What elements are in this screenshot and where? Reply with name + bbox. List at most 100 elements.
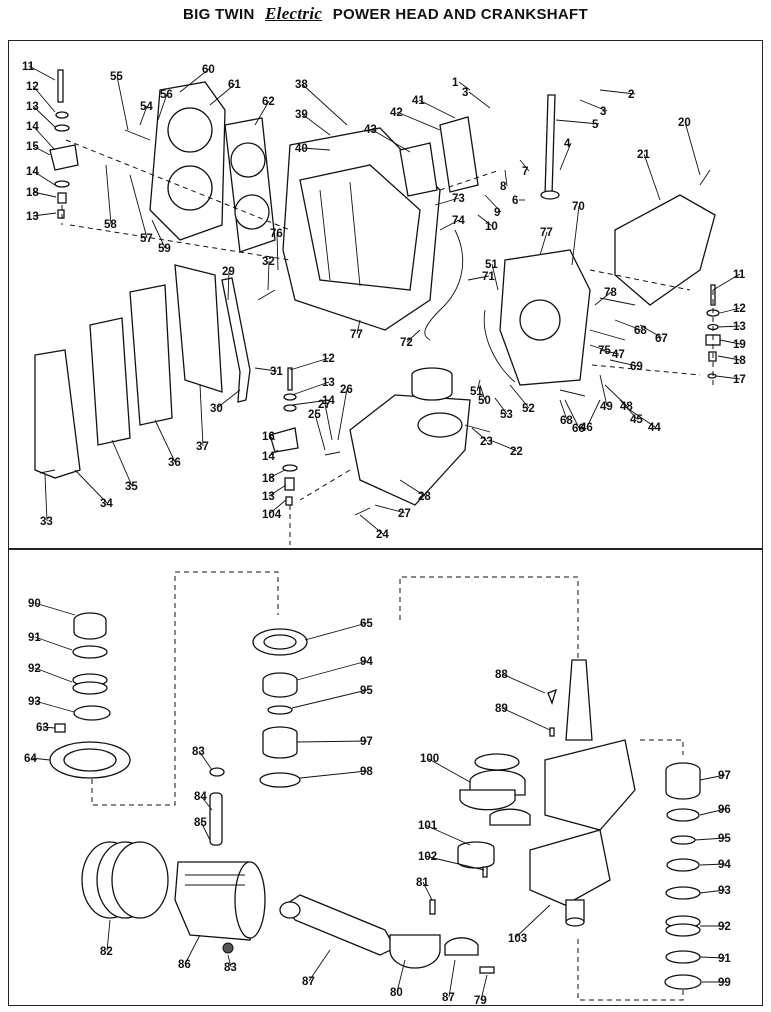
leader-line [209, 83, 236, 106]
callout-top-10: 10 [485, 221, 498, 233]
callout-top-14: 14 [26, 121, 39, 133]
leader-line [184, 934, 201, 965]
leader-line [609, 359, 638, 367]
leader-line [34, 636, 73, 651]
title-prefix: BIG TWIN [183, 6, 255, 23]
callout-bottom-102: 102 [418, 851, 437, 863]
callout-top-32: 32 [262, 256, 275, 268]
callout-top-19: 19 [733, 339, 746, 351]
leader-line [399, 479, 426, 497]
callout-top-18: 18 [733, 355, 746, 367]
leader-line [715, 375, 741, 380]
leader-line [314, 413, 326, 451]
callout-top-43: 43 [364, 124, 377, 136]
assembly-lines-top [61, 139, 714, 545]
callout-top-46: 46 [580, 422, 593, 434]
leader-line [396, 959, 406, 993]
leader-line [589, 344, 606, 351]
callout-bottom-103: 103 [508, 933, 527, 945]
leader-line [276, 232, 279, 271]
callout-top-12: 12 [322, 353, 335, 365]
leader-line [643, 153, 661, 201]
callout-top-13: 13 [262, 491, 275, 503]
leader-line [468, 91, 491, 109]
exhaust-gasket-37 [174, 264, 223, 393]
leader-line [555, 119, 600, 125]
crankshaft-panel [8, 548, 763, 1006]
leader-line [216, 389, 241, 409]
callout-top-49: 49 [600, 401, 613, 413]
leader-line [34, 602, 76, 616]
callout-top-28: 28 [418, 491, 431, 503]
callout-top-13: 13 [26, 101, 39, 113]
callout-top-29: 29 [222, 266, 235, 278]
leader-line [34, 667, 73, 683]
dashed-route-bottom [91, 571, 684, 1001]
leader-line [32, 191, 57, 198]
callout-bottom-94: 94 [360, 656, 373, 668]
leader-line [105, 164, 112, 225]
callout-top-41: 41 [412, 95, 425, 107]
callout-top-61: 61 [228, 79, 241, 91]
leader-line [604, 384, 628, 407]
leader-line [356, 319, 361, 335]
leader-line [106, 919, 111, 952]
leader-line [458, 81, 471, 91]
leader-line [370, 128, 411, 153]
leader-line [699, 774, 726, 781]
water-tube-53 [483, 309, 516, 383]
leader-line [308, 949, 331, 982]
callout-bottom-96: 96 [718, 804, 731, 816]
callout-bottom-92: 92 [28, 663, 41, 675]
leader-line [559, 399, 568, 421]
callout-top-18: 18 [26, 187, 39, 199]
reed-plate-42 [439, 116, 479, 193]
leader-line [501, 673, 546, 694]
leader-line [268, 484, 287, 497]
callout-top-62: 62 [262, 96, 275, 108]
callout-bottom-79: 79 [474, 995, 487, 1007]
callout-bottom-95: 95 [360, 685, 373, 697]
leader-line [699, 863, 726, 866]
seal-stack-right [664, 762, 702, 990]
leader-line [712, 273, 741, 291]
leader-line [619, 399, 638, 420]
callout-bottom-89: 89 [495, 703, 508, 715]
cover-gasket-35 [89, 317, 131, 446]
leader-line [254, 100, 270, 126]
callout-top-18: 18 [262, 473, 275, 485]
leader-line [34, 700, 75, 713]
cylinder-head-61 [149, 81, 226, 241]
callout-top-76: 76 [270, 228, 283, 240]
callout-bottom-93: 93 [28, 696, 41, 708]
leader-line [719, 307, 741, 314]
fastener-stack-center [269, 367, 299, 506]
leader-line [422, 881, 433, 901]
callout-bottom-86: 86 [178, 959, 191, 971]
exhaust-cover-36 [129, 284, 173, 426]
leader-line [539, 231, 548, 256]
callout-top-22: 22 [510, 446, 523, 458]
leader-line [476, 379, 481, 392]
leader-line [480, 974, 488, 1001]
leader-line [179, 68, 210, 93]
callout-top-77: 77 [350, 329, 363, 341]
callout-top-51: 51 [485, 259, 498, 271]
callout-top-26: 26 [340, 384, 353, 396]
callout-top-69: 69 [630, 361, 643, 373]
callout-top-13: 13 [322, 377, 335, 389]
leader-line [571, 205, 580, 266]
leader-line [629, 409, 656, 428]
leader-line [494, 397, 508, 415]
leader-line [359, 514, 384, 535]
leader-line [301, 83, 348, 126]
title-script-word: Electric [265, 4, 323, 23]
callout-top-17: 17 [733, 374, 746, 386]
callout-top-21: 21 [637, 149, 650, 161]
callout-top-50: 50 [478, 395, 491, 407]
callout-top-25: 25 [308, 409, 321, 421]
leader-line [418, 99, 456, 119]
callout-bottom-97: 97 [718, 770, 731, 782]
callout-bottom-95: 95 [718, 833, 731, 845]
